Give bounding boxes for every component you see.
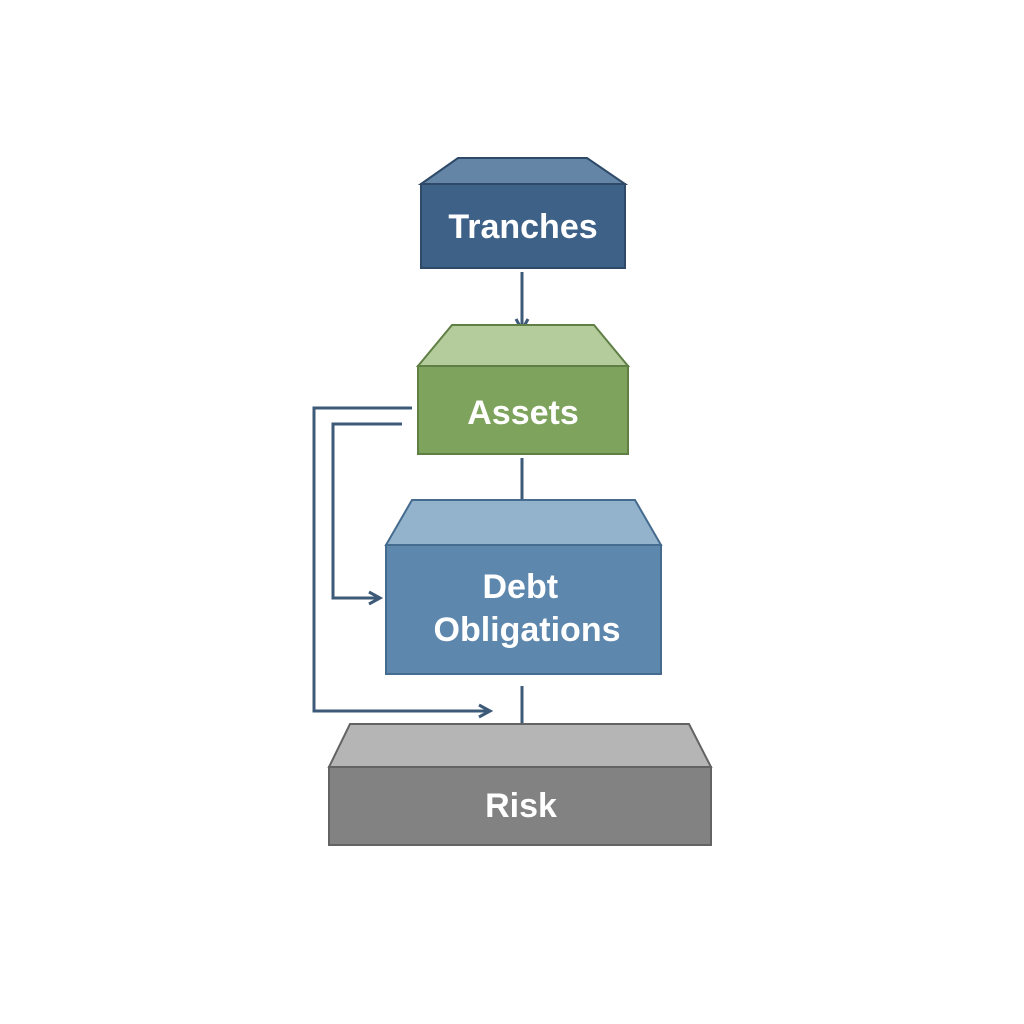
node-risk-label: Risk xyxy=(485,787,557,825)
node-debt-obligations: Debt Obligations xyxy=(384,499,663,675)
node-risk-top xyxy=(327,723,713,768)
node-assets-front xyxy=(417,365,629,455)
edge-loop-assets-to-risk xyxy=(312,406,490,711)
node-tranches-label: Tranches xyxy=(448,208,597,246)
node-debt-obligations-label-line-1: Debt xyxy=(482,568,558,606)
node-tranches-top xyxy=(417,157,629,185)
node-debt-obligations-label-line-2: Obligations xyxy=(434,611,621,649)
node-risk-front xyxy=(328,766,712,846)
node-tranches-front xyxy=(420,183,626,269)
node-risk: Risk xyxy=(327,723,713,846)
node-assets-top xyxy=(415,324,631,367)
node-debt-obligations-front xyxy=(385,544,662,675)
node-debt-obligations-label: Debt Obligations xyxy=(434,568,621,649)
node-tranches: Tranches xyxy=(417,157,629,269)
node-assets-label: Assets xyxy=(467,394,579,432)
node-debt-obligations-top xyxy=(384,499,663,546)
edge-loop-assets-to-debt-obligations xyxy=(331,422,402,598)
edges xyxy=(312,272,522,742)
node-assets: Assets xyxy=(415,324,631,455)
